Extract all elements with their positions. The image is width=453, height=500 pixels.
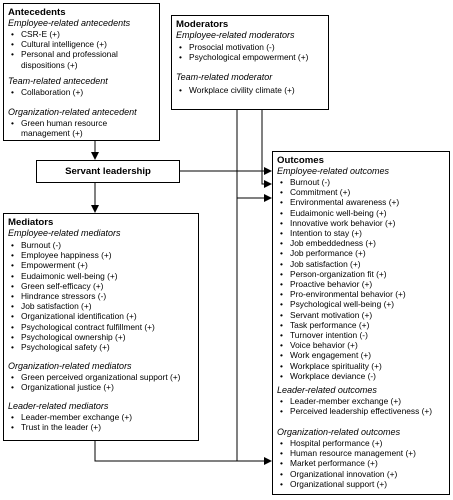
organization-antecedent-heading: Organization-related antecedent [8, 107, 137, 117]
list-item: Empowerment (+) [10, 260, 155, 270]
list-item: Intention to stay (+) [279, 228, 406, 238]
organization-outcomes-list: Hospital performance (+) Human resource … [279, 438, 416, 489]
organization-outcomes-heading: Organization-related outcomes [277, 427, 401, 437]
list-item: Leader-member exchange (+) [10, 412, 132, 422]
list-item: Eudaimonic well-being (+) [279, 208, 406, 218]
list-item: Burnout (-) [279, 177, 406, 187]
list-item: Job satisfaction (+) [279, 259, 406, 269]
antecedents-title: Antecedents [8, 7, 66, 18]
list-item: Person-organization fit (+) [279, 269, 406, 279]
employee-antecedents-list: CSR-E (+) Cultural intelligence (+) Pers… [10, 29, 118, 70]
list-item: Organizational identification (+) [10, 311, 155, 321]
list-item: Psychological safety (+) [10, 342, 155, 352]
employee-mediators-list: Burnout (-) Employee happiness (+) Empow… [10, 240, 155, 352]
list-item: Organizational innovation (+) [279, 469, 416, 479]
leader-outcomes-heading: Leader-related outcomes [277, 385, 377, 395]
list-item: Proactive behavior (+) [279, 279, 406, 289]
list-item: Work engagement (+) [279, 350, 406, 360]
list-item: Job embeddedness (+) [279, 238, 406, 248]
list-item: Job performance (+) [279, 248, 406, 258]
list-item: Green human resource [10, 118, 107, 128]
employee-mediators-heading: Employee-related mediators [8, 228, 121, 238]
employee-antecedents-heading: Employee-related antecedents [8, 18, 131, 28]
list-item: Workplace deviance (-) [279, 371, 406, 381]
list-item: Workplace spirituality (+) [279, 361, 406, 371]
list-item: Psychological contract fulfillment (+) [10, 322, 155, 332]
organization-mediators-list: Green perceived organizational support (… [10, 372, 180, 393]
leader-mediators-list: Leader-member exchange (+) Trust in the … [10, 412, 132, 433]
list-item: Hospital performance (+) [279, 438, 416, 448]
list-item: Collaboration (+) [10, 87, 83, 97]
leader-mediators-heading: Leader-related mediators [8, 401, 109, 411]
arrow-mediators-to-outcomes-path [94, 441, 272, 465]
list-item: Burnout (-) [10, 240, 155, 250]
employee-outcomes-list: Burnout (-) Commitment (+) Environmental… [279, 177, 406, 381]
list-item: Leader-member exchange (+) [279, 396, 432, 406]
organization-mediators-heading: Organization-related mediators [8, 361, 132, 371]
list-item: Innovative work behavior (+) [279, 218, 406, 228]
mediators-box: Mediators Employee-related mediators Bur… [3, 213, 199, 441]
list-item: Workplace civility climate (+) [178, 85, 295, 95]
list-item: Turnover intention (-) [279, 330, 406, 340]
list-item: Psychological well-being (+) [279, 299, 406, 309]
outcomes-box: Outcomes Employee-related outcomes Burno… [272, 151, 450, 495]
employee-moderators-list: Prosocial motivation (-) Psychological e… [178, 42, 308, 63]
arrow-moderators-to-outcomes-path [236, 110, 272, 202]
list-item: Pro-environmental behavior (+) [279, 289, 406, 299]
list-item: Environmental awareness (+) [279, 197, 406, 207]
mediators-title: Mediators [8, 217, 54, 228]
list-item: Employee happiness (+) [10, 250, 155, 260]
list-item: Organizational support (+) [279, 479, 416, 489]
list-item: Hindrance stressors (-) [10, 291, 155, 301]
list-item: Perceived leadership effectiveness (+) [279, 406, 432, 416]
team-antecedent-heading: Team-related antecedent [8, 76, 108, 86]
list-item: Servant motivation (+) [279, 310, 406, 320]
moderators-box: Moderators Employee-related moderators P… [171, 15, 329, 110]
list-item: Trust in the leader (+) [10, 422, 132, 432]
servant-leadership-label: Servant leadership [65, 166, 151, 177]
employee-outcomes-heading: Employee-related outcomes [277, 166, 390, 176]
list-item: Voice behavior (+) [279, 340, 406, 350]
antecedents-box: Antecedents Employee-related antecedents… [3, 3, 160, 141]
list-item: Green self-efficacy (+) [10, 281, 155, 291]
list-item: Psychological ownership (+) [10, 332, 155, 342]
arrow-moderators-to-leadership-outcome-path [261, 110, 272, 188]
list-item: Psychological empowerment (+) [178, 52, 308, 62]
list-item: Market performance (+) [279, 458, 416, 468]
list-item: Green perceived organizational support (… [10, 372, 180, 382]
team-antecedent-list: Collaboration (+) [10, 87, 83, 97]
list-item: Personal and professional [10, 49, 118, 59]
list-item: Task performance (+) [279, 320, 406, 330]
list-item: Job satisfaction (+) [10, 301, 155, 311]
employee-moderators-heading: Employee-related moderators [176, 30, 295, 40]
servant-leadership-box: Servant leadership [36, 160, 180, 183]
list-item: Commitment (+) [279, 187, 406, 197]
list-item: Cultural intelligence (+) [10, 39, 118, 49]
list-item: Eudaimonic well-being (+) [10, 271, 155, 281]
leader-outcomes-list: Leader-member exchange (+) Perceived lea… [279, 396, 432, 417]
list-item: Organizational justice (+) [10, 382, 180, 392]
team-moderator-heading: Team-related moderator [176, 72, 273, 82]
list-item: Prosocial motivation (-) [178, 42, 308, 52]
team-moderator-list: Workplace civility climate (+) [178, 85, 295, 95]
list-item: Human resource management (+) [279, 448, 416, 458]
list-item-continuation: management (+) [21, 128, 83, 139]
organization-antecedent-list: Green human resource management (+) [10, 118, 107, 138]
moderators-title: Moderators [176, 19, 229, 30]
list-item: CSR-E (+) [10, 29, 118, 39]
outcomes-title: Outcomes [277, 155, 324, 166]
list-item-continuation: dispositions (+) [21, 59, 78, 70]
